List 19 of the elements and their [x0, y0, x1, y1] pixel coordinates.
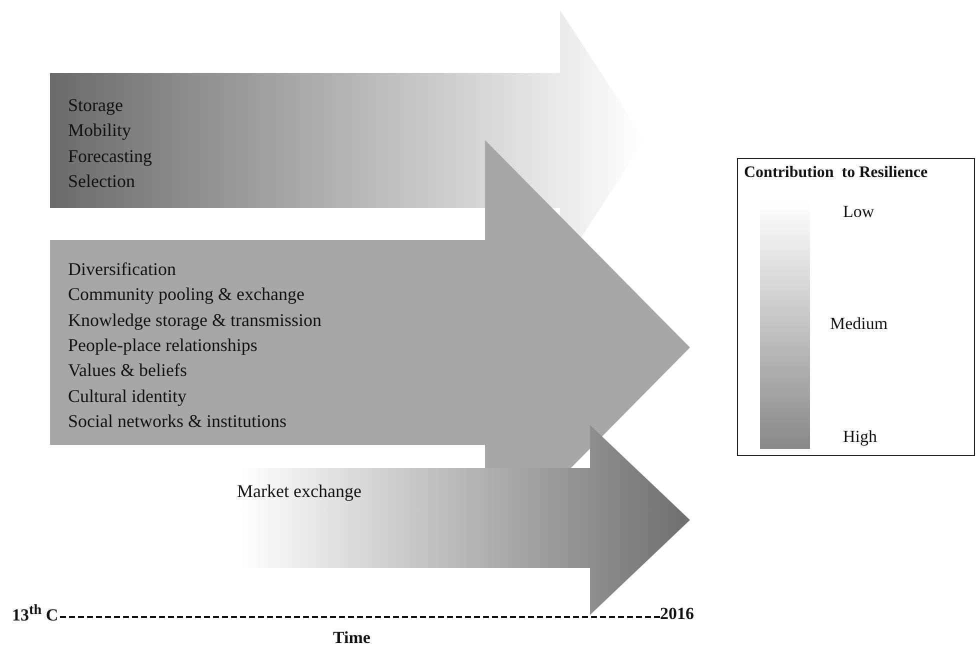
- arrow-text: Diversification: [68, 258, 176, 281]
- arrow-text: Market exchange: [237, 480, 362, 503]
- legend-title: Contribution to Resilience: [744, 164, 928, 182]
- timeline-start-label: 13$^{th}$ C: [12, 602, 58, 626]
- arrow-text: Mobility: [68, 119, 132, 142]
- legend-label: Medium: [830, 314, 888, 334]
- arrow-text: Selection: [68, 170, 135, 193]
- arrow-text: People-place relationships: [68, 334, 258, 357]
- axis-title: Time: [333, 628, 370, 648]
- arrow-text: Values & beliefs: [68, 359, 187, 382]
- arrow-text: Community pooling & exchange: [68, 283, 304, 306]
- arrow-text: Cultural identity: [68, 384, 186, 408]
- arrow-text: Social networks & institutions: [68, 410, 286, 433]
- legend-label: Low: [843, 202, 874, 222]
- arrow-text: Storage: [68, 94, 123, 117]
- arrow-text: Knowledge storage & transmission: [68, 308, 322, 332]
- legend-label: High: [843, 427, 877, 447]
- timeline-end-label: 2016: [660, 604, 694, 624]
- arrow-text: Forecasting: [68, 144, 152, 168]
